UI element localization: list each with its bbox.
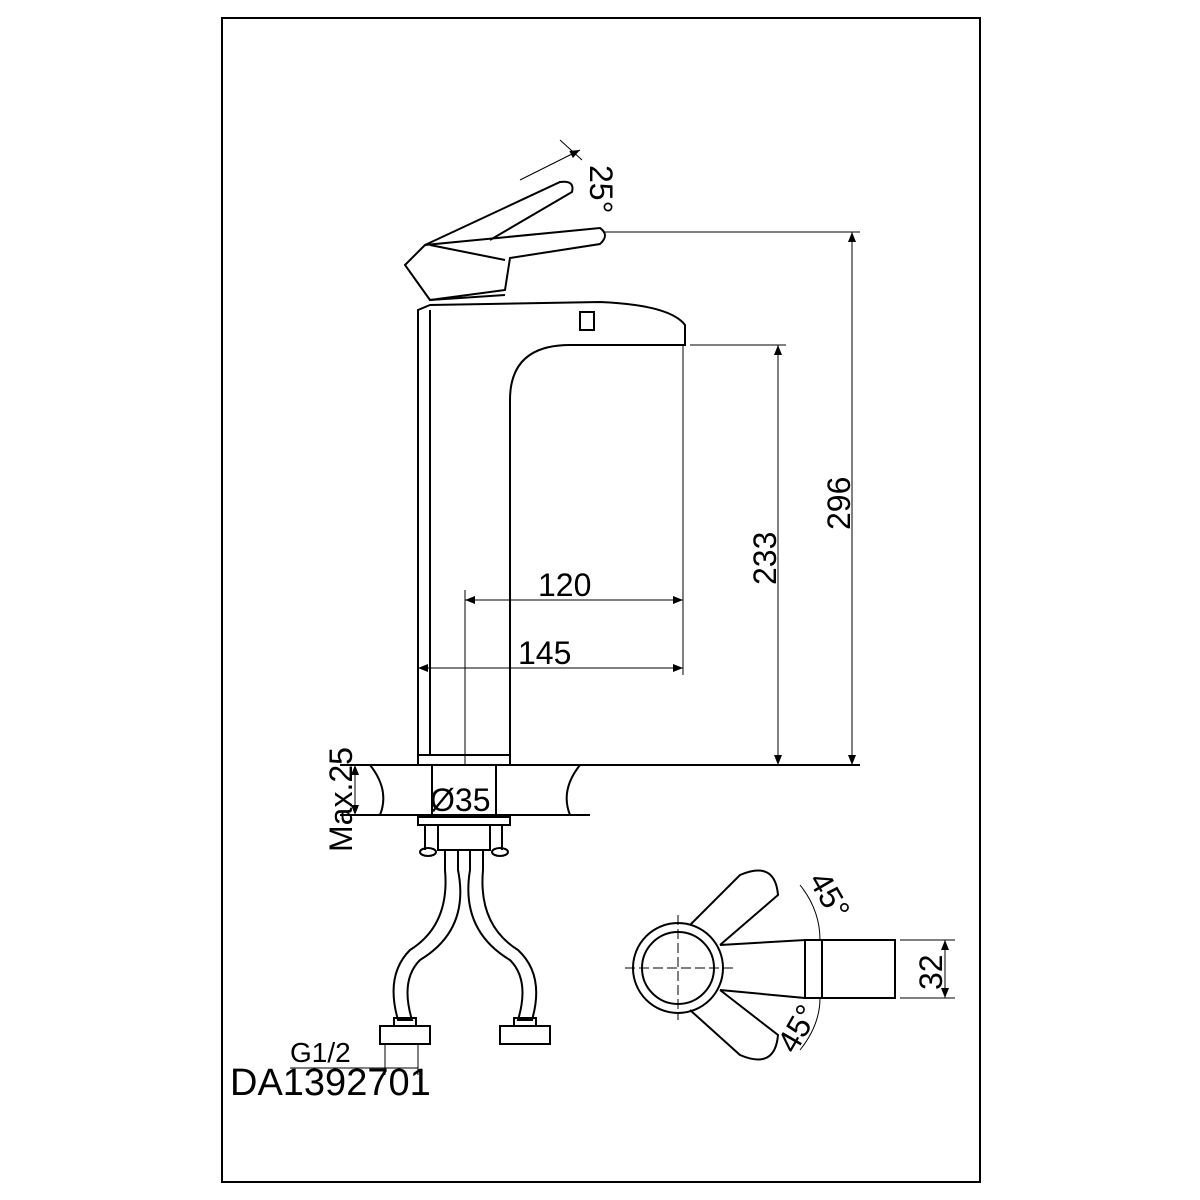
supply-hoses <box>379 849 551 1045</box>
model-code: DA1392701 <box>230 1062 431 1104</box>
spout-width-label: 32 <box>913 954 949 990</box>
faucet-side-view <box>403 180 686 766</box>
handle-angle-label: 25° <box>583 165 619 213</box>
dimension-lines <box>290 139 955 1075</box>
faucet-top-view <box>625 869 896 1061</box>
thread-label: G1/2 <box>290 1037 351 1068</box>
max-thickness-label: Max.25 <box>323 747 359 852</box>
spout-height-label: 233 <box>747 532 783 585</box>
countertop-section <box>340 764 860 857</box>
top-angle-upper-label: 45° <box>802 866 857 926</box>
top-angle-lower-label: 45° <box>770 999 825 1059</box>
drawing-frame <box>221 17 981 1183</box>
spout-reach-total-label: 145 <box>518 635 571 671</box>
spout-reach-center-label: 120 <box>538 567 591 603</box>
hole-diameter-label: Ø35 <box>430 782 490 818</box>
total-height-label: 296 <box>821 477 857 530</box>
